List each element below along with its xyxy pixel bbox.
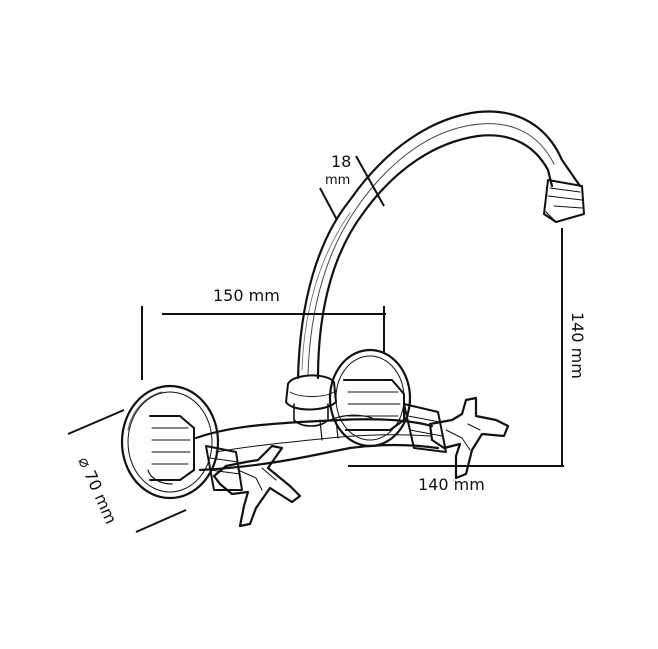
faucet-illustration — [120, 110, 585, 528]
tube-dim-unit: mm — [325, 173, 350, 188]
tube-dim-leader-right — [355, 155, 385, 207]
faucet-body — [194, 414, 440, 472]
diameter-dim-line-top — [67, 409, 125, 435]
tube-dim-value: 18 — [331, 152, 351, 171]
diameter-dim-line-bottom — [135, 509, 187, 533]
right-handle — [403, 396, 510, 480]
right-flange — [328, 348, 412, 448]
reach-dim-label: 140 mm — [418, 475, 485, 494]
spout — [296, 110, 585, 380]
left-handle — [205, 444, 302, 528]
dimension-lines — [67, 155, 564, 533]
center-distance-label: 150 mm — [213, 286, 280, 305]
tube-dim-leader-left — [319, 187, 338, 221]
spout-collar — [285, 374, 337, 427]
left-flange — [120, 384, 220, 500]
diameter-dim-label: ⌀ 70 mm — [74, 454, 120, 527]
height-dim-label: 140 mm — [568, 312, 587, 379]
